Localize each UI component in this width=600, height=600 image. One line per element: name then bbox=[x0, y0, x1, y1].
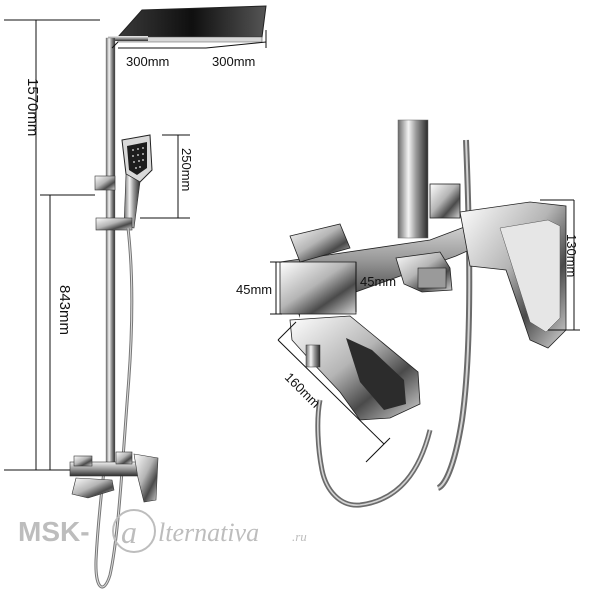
watermark-logo-icon bbox=[112, 509, 156, 553]
label-head-depth: 300mm bbox=[212, 54, 255, 69]
dimension-lines-left bbox=[4, 19, 267, 471]
label-mixer-depth-a: 45mm bbox=[236, 282, 272, 297]
label-head-width: 300mm bbox=[126, 54, 169, 69]
label-overall-height: 1570mm bbox=[24, 78, 41, 136]
label-spout-length: 160mm bbox=[282, 370, 323, 411]
label-handle-height: 130mm bbox=[564, 234, 579, 277]
mixer-closeup bbox=[279, 119, 567, 508]
watermark-logo-letter: a bbox=[121, 514, 137, 550]
dimension-lines-right bbox=[270, 199, 580, 463]
watermark: MSK- a lternativa .ru bbox=[18, 509, 307, 553]
watermark-prefix: MSK- bbox=[18, 516, 90, 547]
watermark-suffix: lternativa bbox=[158, 518, 259, 547]
label-mixer-depth-b: 45mm bbox=[360, 274, 396, 289]
label-hand-shower-height: 250mm bbox=[179, 148, 194, 191]
dimension-labels: 1570mm 843mm 300mm 300mm 250mm 45mm 45mm… bbox=[24, 54, 579, 411]
watermark-tld: .ru bbox=[292, 529, 307, 544]
label-mixer-height: 843mm bbox=[56, 285, 73, 335]
